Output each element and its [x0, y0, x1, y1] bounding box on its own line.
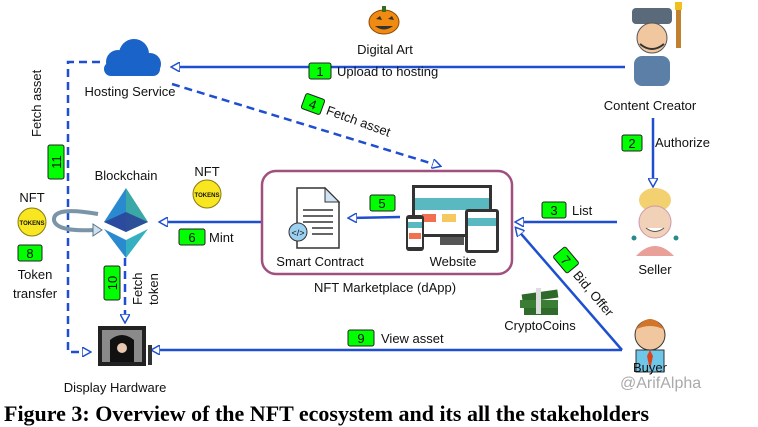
- step-3-label: List: [572, 203, 593, 218]
- step-2-label: Authorize: [655, 135, 710, 150]
- marketplace-box: [260, 169, 514, 276]
- step-badge-8: 8: [17, 244, 43, 262]
- svg-text:9: 9: [357, 331, 364, 346]
- arrow-11-fetch-asset: [66, 60, 100, 352]
- svg-text:2: 2: [628, 136, 635, 151]
- display-hardware-icon: [98, 326, 152, 366]
- svg-text:11: 11: [49, 155, 64, 169]
- pumpkin-icon: [368, 6, 400, 35]
- step-badge-5: 5: [369, 194, 396, 212]
- step-badge-9: 9: [347, 329, 375, 347]
- buyer-label: Buyer: [633, 360, 668, 375]
- seller-figure: [631, 188, 679, 256]
- display-hardware-label: Display Hardware: [64, 380, 167, 395]
- token-transfer-label-line2: transfer: [13, 286, 58, 301]
- circular-transfer-arrow-icon: [52, 209, 103, 237]
- crypto-coins-label: CryptoCoins: [504, 318, 576, 333]
- svg-text:4: 4: [307, 96, 319, 113]
- nft-token-coin-icon: TOKENS: [192, 179, 222, 209]
- marketplace-label: NFT Marketplace (dApp): [314, 280, 456, 295]
- blockchain-label: Blockchain: [95, 168, 158, 183]
- step-9-label: View asset: [381, 331, 444, 346]
- step-badge-7: 7: [553, 246, 579, 274]
- figure-caption: Figure 3: Overview of the NFT ecosystem …: [4, 401, 650, 426]
- watermark: @ArifAlpha: [620, 375, 701, 392]
- step-11-label: Fetch asset: [29, 69, 44, 137]
- svg-text:6: 6: [188, 230, 195, 245]
- step-badge-1: 1: [308, 62, 332, 80]
- ethereum-blockchain-icon: [104, 188, 148, 258]
- svg-text:3: 3: [550, 203, 557, 218]
- token-transfer-label-line1: Token: [18, 267, 53, 282]
- website-label: Website: [430, 254, 477, 269]
- cloud-icon: [104, 39, 161, 76]
- smart-contract-label: Smart Contract: [276, 254, 364, 269]
- step-6-label: Mint: [209, 230, 234, 245]
- nft-mint-label: NFT: [194, 164, 219, 179]
- step-10-label-line2: token: [146, 273, 161, 305]
- website-devices-icon: [406, 185, 499, 253]
- buyer-figure: [634, 319, 666, 373]
- svg-text:10: 10: [105, 276, 120, 290]
- svg-text:8: 8: [26, 246, 33, 261]
- step-10-label-line1: Fetch: [130, 272, 145, 305]
- nft-ecosystem-diagram: Digital Art Hosting Service Content Crea…: [13, 2, 710, 395]
- arrow-4-fetch-asset: [171, 82, 440, 166]
- step-badge-3: 3: [541, 201, 567, 219]
- svg-text:TOKENS: TOKENS: [195, 193, 220, 199]
- content-creator-label: Content Creator: [604, 98, 697, 113]
- content-creator-figure: [632, 2, 682, 86]
- nft-token-coin-icon: TOKENS: [17, 207, 47, 237]
- step-badge-6: 6: [178, 228, 206, 246]
- digital-art-label: Digital Art: [357, 42, 413, 57]
- svg-text:5: 5: [378, 196, 385, 211]
- step-badge-4: 4: [300, 93, 326, 115]
- step-7-label: Bid, Offer: [570, 268, 617, 320]
- svg-text:TOKENS: TOKENS: [20, 221, 45, 227]
- svg-text:</>: </>: [291, 228, 304, 238]
- crypto-coins-money-icon: [520, 288, 559, 315]
- arrow-7-bid-offer: [516, 228, 623, 351]
- step-badge-2: 2: [621, 134, 643, 152]
- hosting-service-label: Hosting Service: [84, 84, 175, 99]
- step-1-label: Upload to hosting: [337, 64, 438, 79]
- step-badge-11: 11: [47, 144, 65, 180]
- nft-transfer-label: NFT: [19, 190, 44, 205]
- arrow-5: [349, 217, 401, 218]
- svg-text:1: 1: [316, 64, 323, 79]
- step-badge-10: 10: [103, 265, 121, 301]
- smart-contract-icon: </>: [288, 186, 341, 249]
- seller-label: Seller: [638, 262, 672, 277]
